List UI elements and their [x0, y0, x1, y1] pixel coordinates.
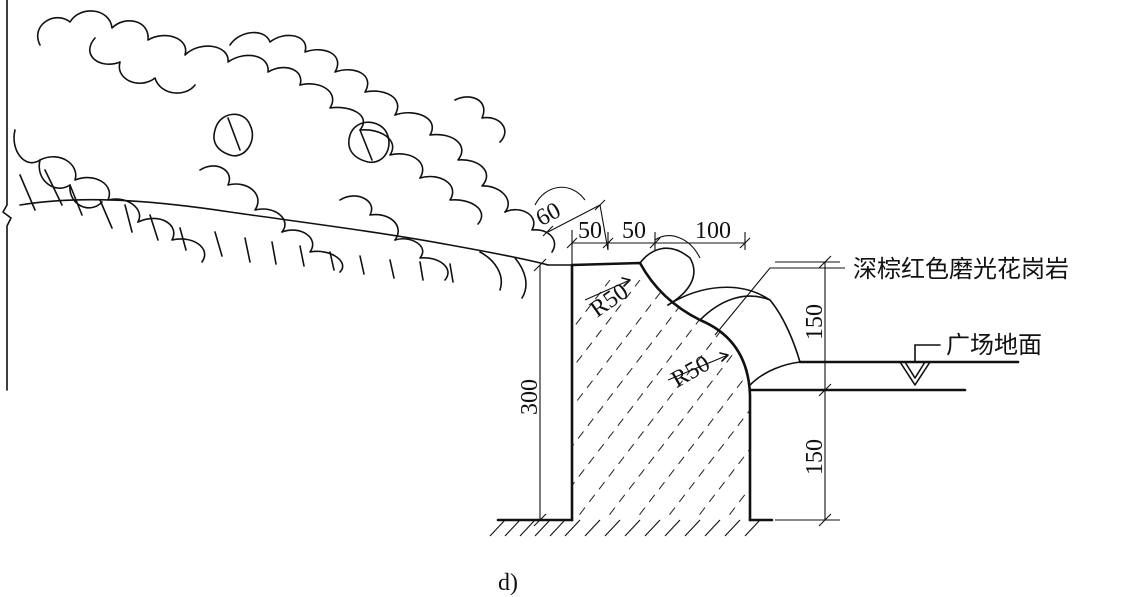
dimension-lines [533, 186, 845, 527]
dim-width-100: 100 [695, 218, 731, 244]
ground-label: 广场地面 [946, 331, 1042, 359]
curb-section [547, 247, 801, 522]
dim-height-300: 300 [517, 379, 543, 415]
material-label: 深棕红色磨光花岗岩 [853, 255, 1069, 283]
figure-caption: d) [498, 570, 518, 596]
dim-width-50-b: 50 [622, 218, 646, 244]
break-line [2, 0, 12, 391]
dim-width-50-a: 50 [578, 218, 602, 244]
ground-lines [489, 344, 1020, 537]
dim-radius-upper: R50 [586, 279, 634, 323]
dim-height-150-upper: 150 [802, 304, 828, 340]
shrub-foliage [13, 10, 556, 299]
dim-height-150-lower: 150 [802, 439, 828, 475]
